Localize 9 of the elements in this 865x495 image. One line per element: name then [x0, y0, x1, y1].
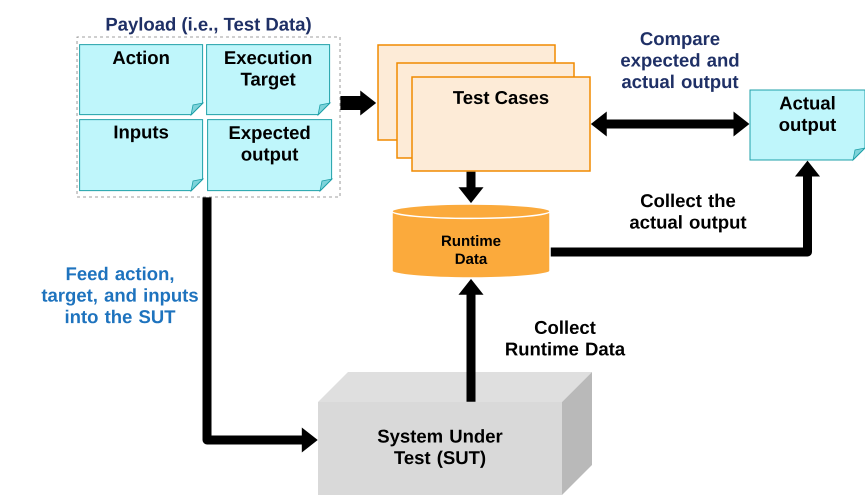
edge-label: Collect the actual output [630, 194, 746, 232]
node-label: Payload (i.e., Test Data) [106, 17, 311, 34]
edge-label: Collect Runtime Data [506, 320, 626, 356]
database-cylinder: Runtime Data [391, 203, 551, 279]
sticky-note: Actual output [750, 90, 865, 162]
edge-label: Compare expected and actual output [621, 32, 738, 92]
edge-label: Feed action, target, and inputs into the SUT [42, 266, 198, 324]
test-cases-stack: Test Cases [377, 44, 591, 172]
system-box: System Under Test (SUT) [318, 372, 592, 495]
